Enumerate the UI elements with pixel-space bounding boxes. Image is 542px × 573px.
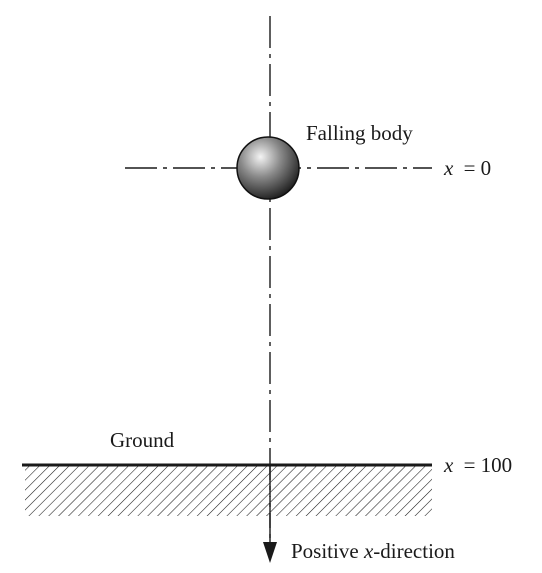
ground-hatching bbox=[25, 466, 432, 516]
ground-label: Ground bbox=[110, 428, 175, 452]
direction-prefix: Positive bbox=[291, 539, 364, 563]
positive-direction-label: Positive x-direction bbox=[291, 539, 455, 563]
falling-body-label: Falling body bbox=[306, 121, 413, 145]
direction-var: x bbox=[363, 539, 374, 563]
falling-body bbox=[236, 136, 300, 200]
x-zero-label: x = 0 bbox=[443, 156, 491, 180]
x-zero-var: x bbox=[443, 156, 454, 180]
x-zero-value: = 0 bbox=[464, 156, 492, 180]
x-hundred-value: = 100 bbox=[464, 453, 513, 477]
direction-suffix: -direction bbox=[373, 539, 455, 563]
direction-arrow-head bbox=[263, 542, 277, 563]
x-hundred-label: x = 100 bbox=[443, 453, 512, 477]
x-hundred-var: x bbox=[443, 453, 454, 477]
